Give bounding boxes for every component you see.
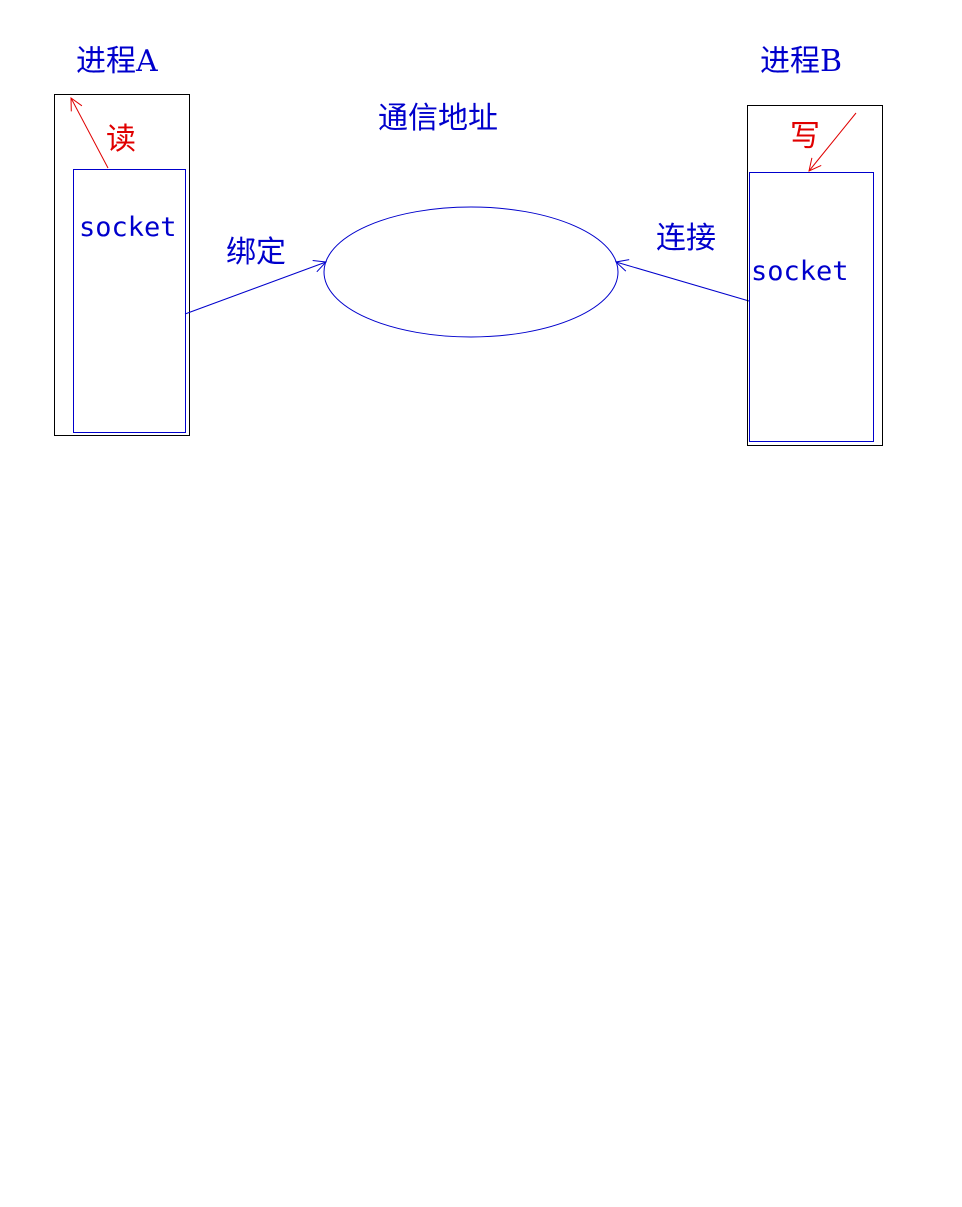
bind-arrow [184,262,326,315]
process-b-socket-box [749,172,874,442]
read-label: 读 [106,122,136,157]
write-arrow [809,112,857,171]
bind-label: 绑定 [226,235,286,270]
process-b: 进程B socket 写 [747,44,883,446]
connect-arrow [616,262,750,302]
connect-label: 连接 [656,221,716,256]
process-b-socket-label: socket [751,256,849,287]
process-a: 进程A socket 读 [54,44,190,436]
bind-edge: 绑定 [184,235,326,315]
communication-address: 通信地址 [323,101,619,338]
address-label: 通信地址 [378,101,498,136]
read-arrow [71,98,109,169]
process-b-box [747,105,883,446]
process-a-box [54,94,190,436]
connect-edge: 连接 [616,221,750,302]
process-b-title: 进程B [760,44,842,79]
write-label: 写 [790,119,820,154]
address-ellipse [323,206,619,338]
process-a-socket-box [73,169,186,433]
process-a-socket-label: socket [79,212,177,243]
process-a-title: 进程A [76,44,158,79]
